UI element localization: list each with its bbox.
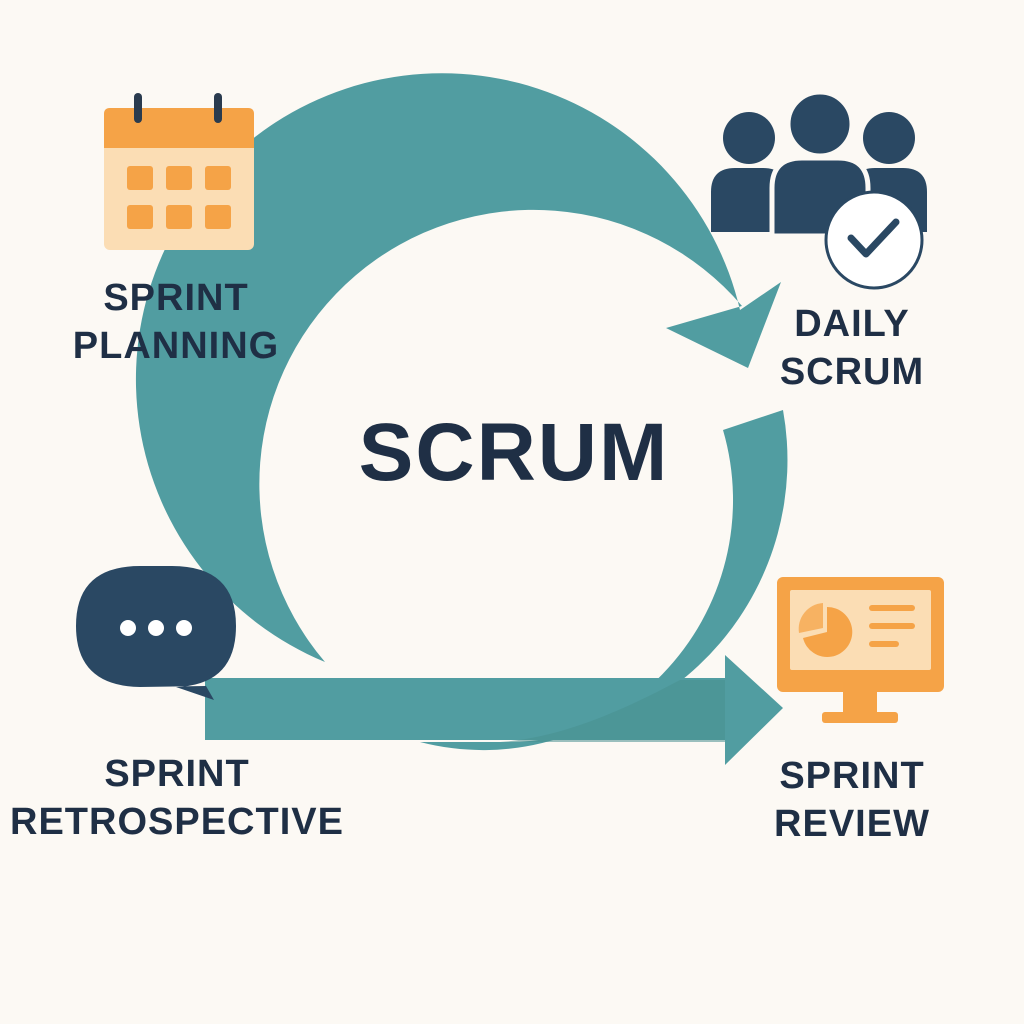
diagram-title: SCRUM (358, 407, 670, 498)
cycle-arrow-ring (135, 73, 782, 662)
sprint-review-label-line2: REVIEW (774, 803, 930, 845)
sprint-review-label-line1: SPRINT (779, 755, 925, 797)
sprint-retrospective-label-line2: RETROSPECTIVE (10, 801, 344, 843)
chat-bubble-icon (76, 566, 236, 700)
cycle-arrow-lower (420, 410, 788, 751)
daily-scrum-label: DAILY SCRUM (762, 300, 942, 396)
sprint-planning-label-line2: PLANNING (72, 325, 280, 367)
sprint-planning-label: SPRINT PLANNING (60, 274, 292, 370)
daily-scrum-label-line2: SCRUM (779, 351, 925, 393)
sprint-retrospective-label: SPRINT RETROSPECTIVE (4, 750, 350, 846)
sprint-retrospective-label-line1: SPRINT (104, 753, 250, 795)
calendar-icon (104, 93, 254, 250)
sprint-review-label: SPRINT REVIEW (762, 752, 942, 848)
daily-scrum-label-line1: DAILY (794, 303, 910, 345)
bottom-arrow-shade (500, 680, 725, 742)
team-check-icon (711, 89, 927, 290)
monitor-chart-icon (777, 577, 944, 723)
sprint-planning-label-line1: SPRINT (103, 277, 249, 319)
